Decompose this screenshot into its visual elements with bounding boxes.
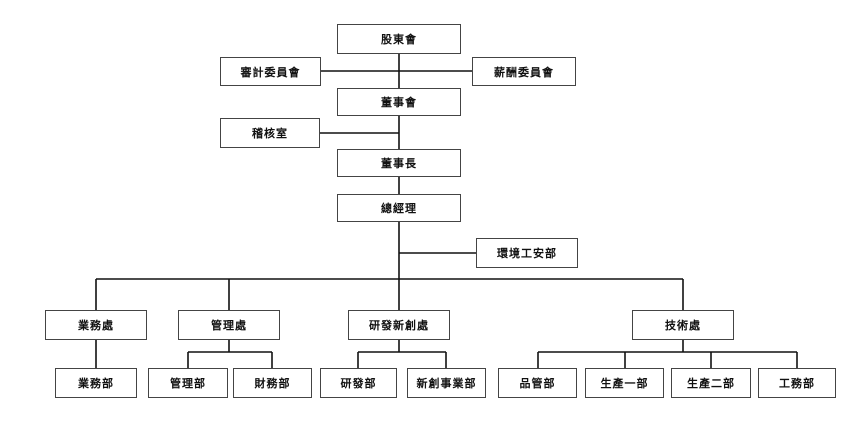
division-business-box: 業務處 bbox=[45, 310, 147, 340]
unit-new-venture-dept-box: 新創事業部 bbox=[407, 368, 486, 398]
division-rnd-box: 研發新創處 bbox=[348, 310, 450, 340]
unit-management-dept-box: 管理部 bbox=[148, 368, 228, 398]
general-manager-box: 總經理 bbox=[337, 194, 461, 222]
unit-qc-dept-box: 品管部 bbox=[498, 368, 577, 398]
unit-business-dept-box: 業務部 bbox=[55, 368, 137, 398]
unit-rnd-dept-box: 研發部 bbox=[320, 368, 397, 398]
shareholders-box: 股東會 bbox=[337, 24, 461, 54]
unit-production-1-box: 生產一部 bbox=[585, 368, 664, 398]
unit-finance-dept-box: 財務部 bbox=[233, 368, 312, 398]
board-box: 董事會 bbox=[337, 88, 461, 116]
compensation-committee-box: 薪酬委員會 bbox=[472, 57, 576, 86]
unit-engineering-dept-box: 工務部 bbox=[758, 368, 836, 398]
esh-dept-box: 環境工安部 bbox=[476, 238, 578, 268]
chairman-box: 董事長 bbox=[337, 149, 461, 177]
audit-committee-box: 審計委員會 bbox=[220, 57, 321, 86]
division-technology-box: 技術處 bbox=[632, 310, 734, 340]
audit-office-box: 稽核室 bbox=[220, 118, 320, 148]
division-management-box: 管理處 bbox=[178, 310, 280, 340]
unit-production-2-box: 生產二部 bbox=[671, 368, 751, 398]
